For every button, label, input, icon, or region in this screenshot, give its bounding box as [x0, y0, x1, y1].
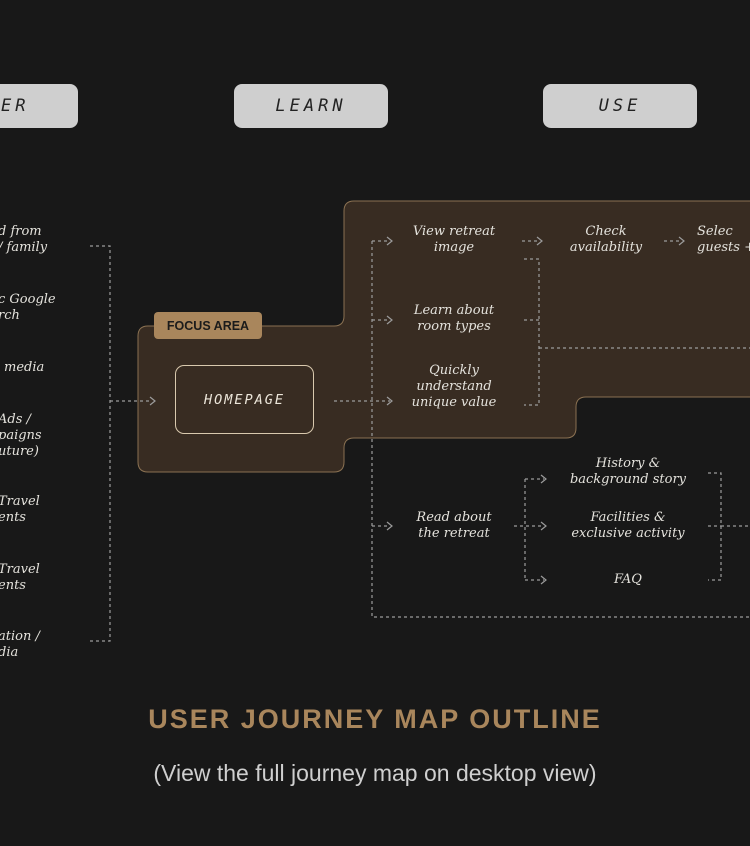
detail-facilities-activity: Facilities & exclusive activity: [571, 510, 685, 541]
phase-learn: LEARN: [234, 84, 388, 128]
details-right-bracket: [708, 472, 750, 581]
section-subtitle: (View the full journey map on desktop vi…: [153, 760, 597, 786]
step-select-guests: Selec guests +: [697, 224, 750, 255]
arrow-head-learn: [386, 396, 393, 406]
step-learn-room-types: Learn about room types: [413, 303, 495, 334]
focus-region: [137, 200, 750, 473]
homepage-node[interactable]: HOMEPAGE: [175, 365, 314, 434]
step-view-retreat-image: View retreat image: [412, 224, 496, 255]
arrow-head-availability: [536, 236, 543, 246]
arrow-head-view-image: [386, 236, 393, 246]
arrow-head-room-types: [386, 315, 393, 325]
arrow-head-facilities: [540, 521, 547, 531]
source-social-media: media: [4, 360, 45, 375]
arrow-head-read-retreat: [386, 521, 393, 531]
source-ads-campaigns: Ads / paigns uture): [0, 412, 42, 459]
source-travel-agents-2: Travel ents: [0, 562, 40, 593]
source-publication-media: ation / dia: [0, 629, 40, 660]
arrow-head-faq: [540, 575, 547, 585]
phase-use: USE: [543, 84, 697, 128]
arrow-head-select: [678, 236, 685, 246]
read-retreat-bracket: [514, 478, 544, 581]
phase-discover: OVER: [0, 84, 78, 128]
focus-area-badge: FOCUS AREA: [154, 312, 262, 339]
learn-right-bracket: [524, 258, 540, 406]
source-travel-agents-1: Travel ents: [0, 494, 40, 525]
source-friends-family: d from / family: [0, 224, 48, 255]
arrow-head-homepage: [149, 396, 156, 406]
step-check-availability: Check availability: [569, 224, 643, 255]
detail-faq: FAQ: [614, 572, 642, 587]
section-title: USER JOURNEY MAP OUTLINE: [148, 704, 602, 734]
step-unique-value: Quickly understand unique value: [411, 363, 497, 410]
source-google-search: c Google rch: [0, 292, 56, 323]
arrow-head-history: [540, 474, 547, 484]
step-read-about-retreat: Read about the retreat: [416, 510, 492, 541]
detail-history-story: History & background story: [569, 456, 687, 487]
discover-bracket: [90, 245, 111, 642]
